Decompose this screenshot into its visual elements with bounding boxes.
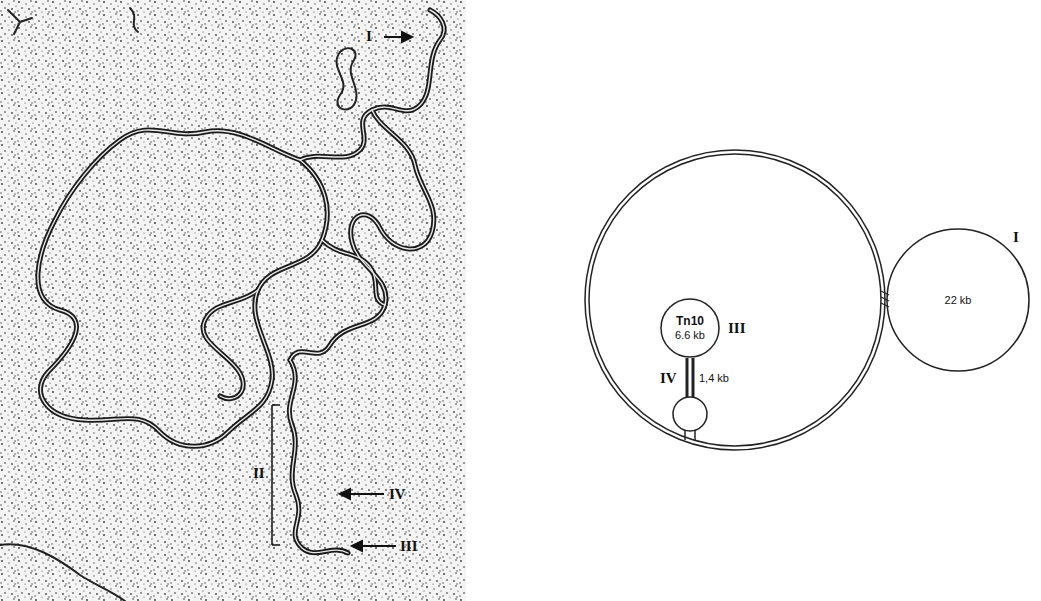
length-label: 22 kb	[945, 294, 972, 307]
callout-number: I	[1013, 230, 1019, 245]
element-name: Tn10	[676, 315, 704, 329]
callout-number: III	[400, 539, 418, 554]
callout-number: IV	[389, 487, 406, 502]
length-label: 6.6 kb	[675, 329, 705, 342]
transposon-loop: Tn106.6 kbIII	[660, 298, 720, 358]
callout-number: IV	[660, 371, 677, 386]
plasmid-loop: 22 kb I	[886, 228, 1030, 372]
callout-number: III	[728, 321, 746, 336]
callout-number: I	[366, 29, 372, 44]
schematic	[585, 150, 889, 450]
callout-number: II	[253, 466, 265, 481]
circle-outline	[660, 298, 720, 358]
length-label: 1,4 kb	[699, 373, 729, 384]
electron-micrograph	[0, 0, 466, 601]
